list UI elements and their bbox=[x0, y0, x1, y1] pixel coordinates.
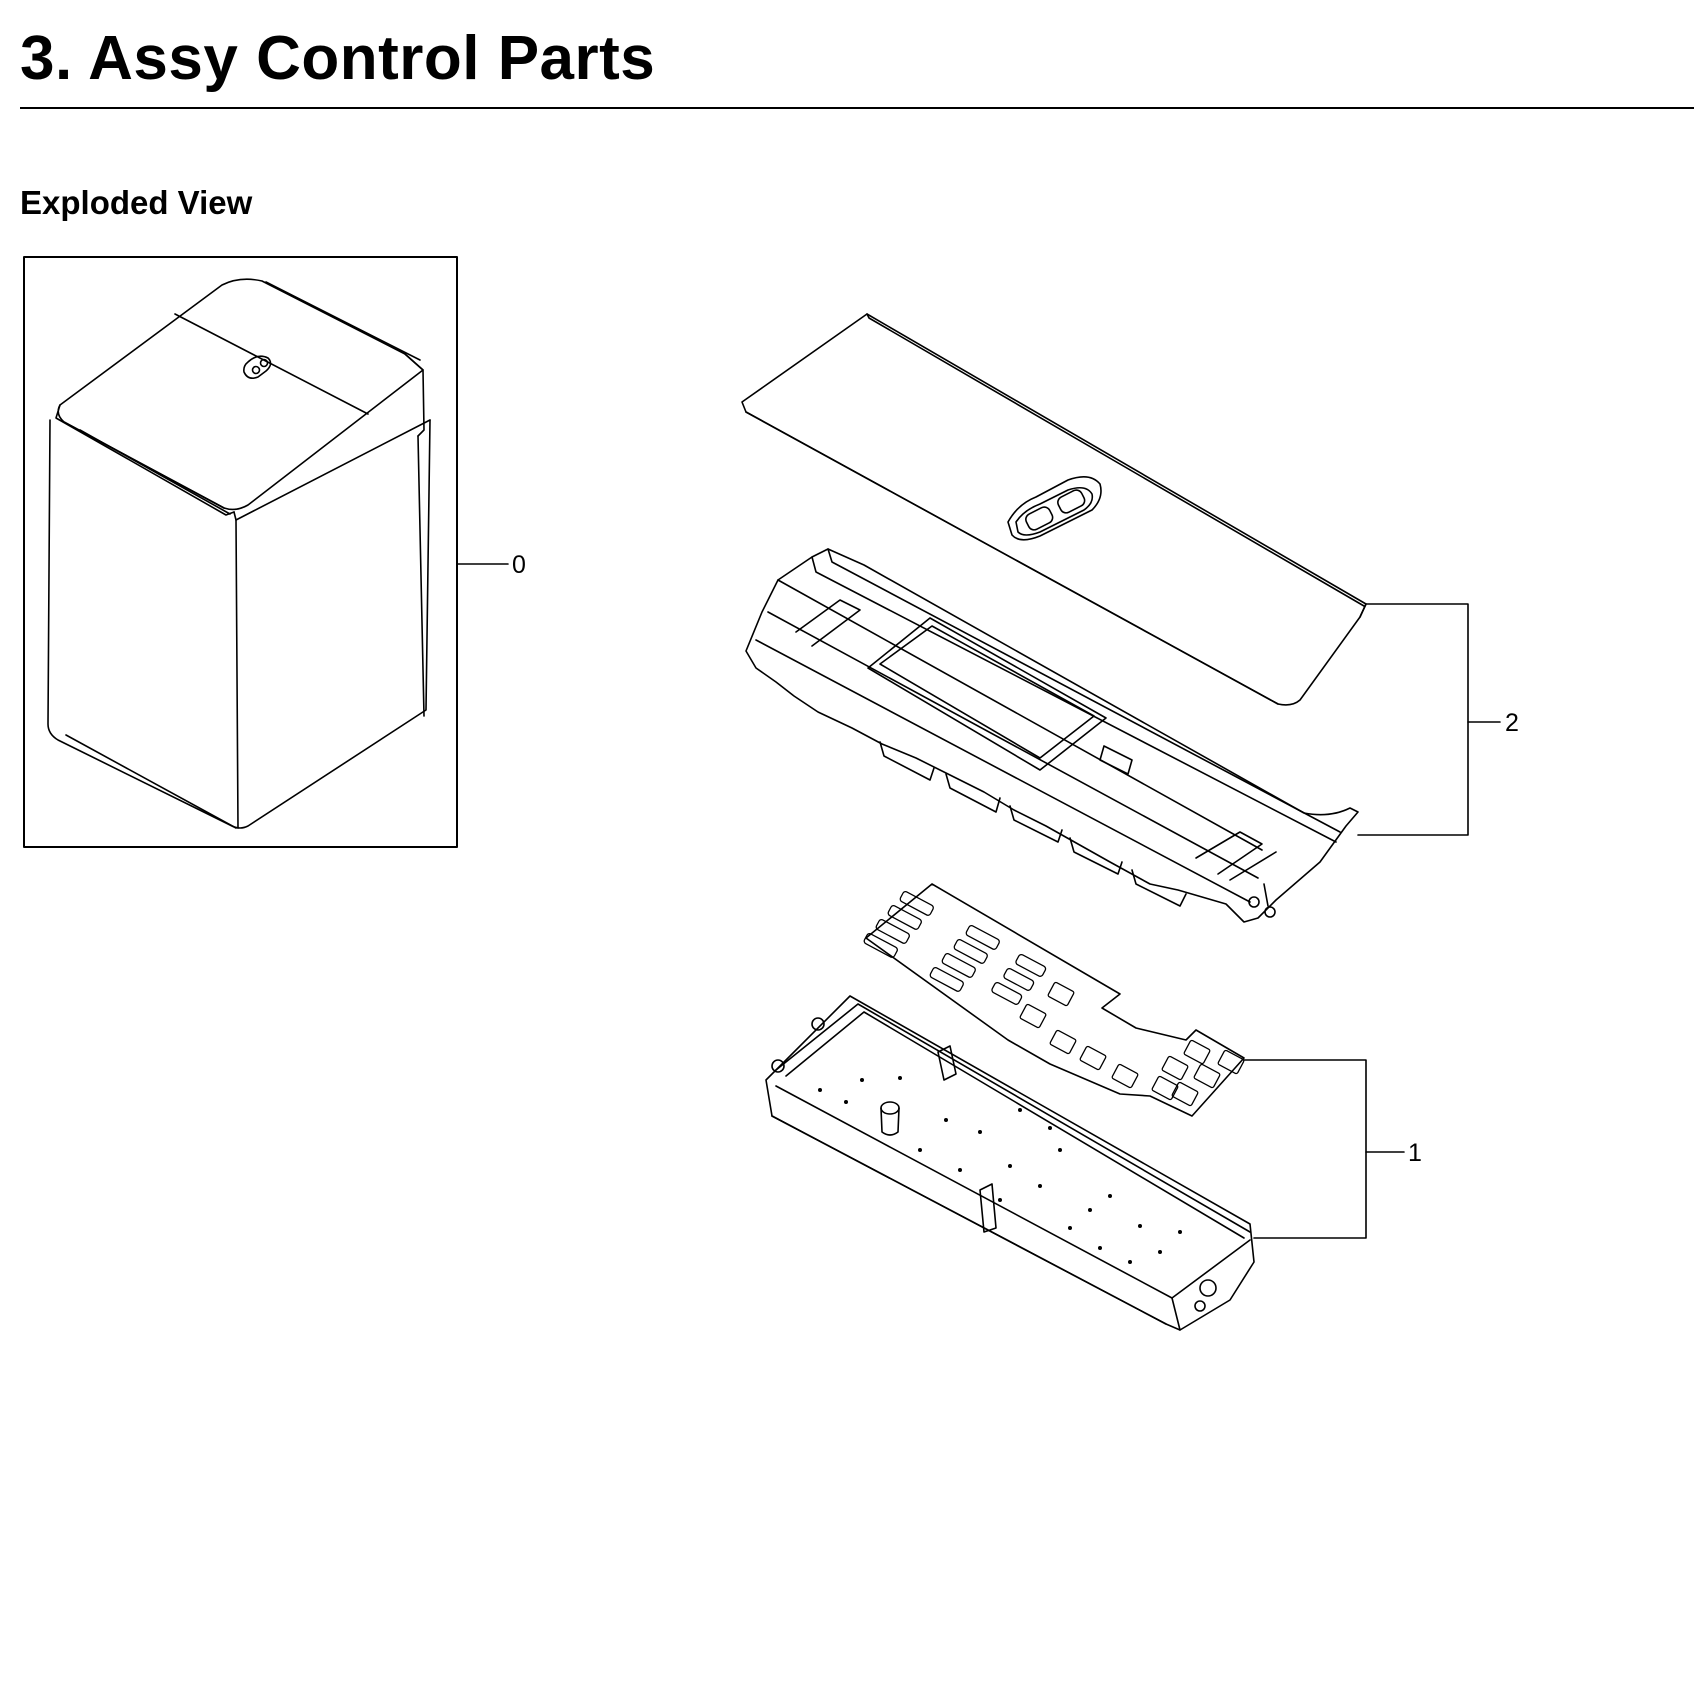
callout-label-0: 0 bbox=[512, 551, 526, 579]
page-title: 3. Assy Control Parts bbox=[20, 24, 656, 93]
section-title: Exploded View bbox=[20, 184, 253, 221]
panel-cover bbox=[741, 313, 1367, 706]
panel-frame bbox=[745, 548, 1359, 923]
title-divider bbox=[20, 107, 1694, 109]
control-box bbox=[765, 995, 1255, 1331]
washer-overview-inset bbox=[23, 256, 458, 848]
callout-label-1: 1 bbox=[1408, 1139, 1422, 1167]
callout-label-2: 2 bbox=[1505, 709, 1519, 737]
key-sheet bbox=[863, 883, 1245, 1117]
